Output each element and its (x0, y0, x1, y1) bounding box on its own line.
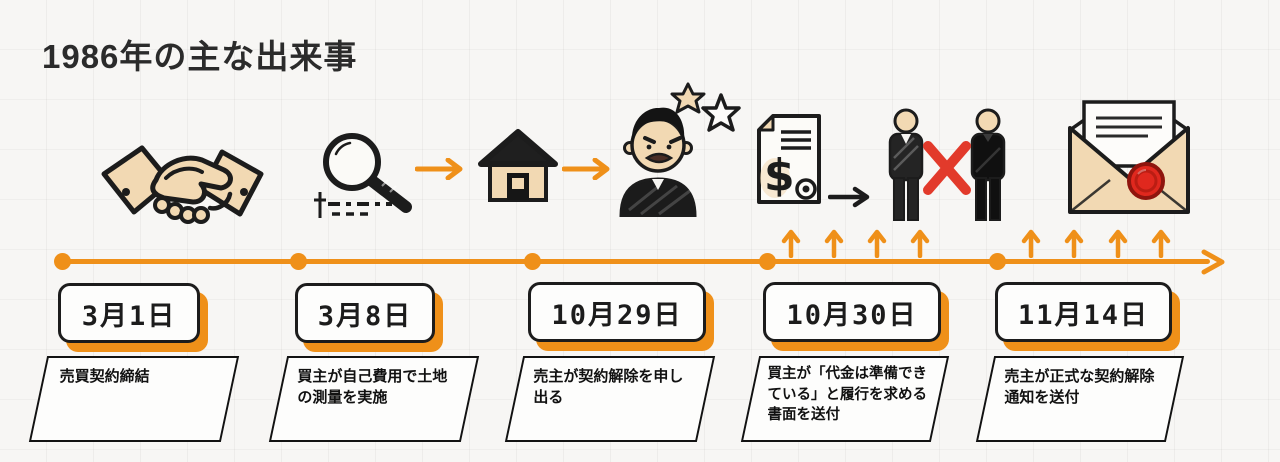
timeline-dot (524, 253, 541, 270)
up-arrow-icon (781, 229, 801, 258)
event-description: 売買契約締結 (59, 368, 150, 385)
arrow-right-icon (415, 158, 463, 180)
svg-text:$: $ (764, 150, 795, 201)
angry-person-icon (619, 82, 741, 217)
event-description-card: 売買契約締結 (28, 356, 240, 442)
arrow-right-icon (828, 186, 870, 208)
up-arrow-icon (1021, 229, 1041, 258)
timeline-axis (60, 259, 1210, 264)
date-label: 10月29日 (528, 282, 706, 342)
event-description: 買主が自己費用で土地の測量を実施 (297, 368, 448, 407)
up-arrow-icon (867, 229, 887, 258)
event-description-card: 買主が自己費用で土地の測量を実施 (268, 356, 480, 442)
people-x-icon (888, 108, 1006, 221)
up-arrow-icon (1108, 229, 1128, 258)
arrow-right-icon (562, 158, 610, 180)
timeline-end-arrow-icon (1201, 249, 1225, 275)
event-description-card: 売主が契約解除を申し出る (504, 356, 716, 442)
timeline-dot (290, 253, 307, 270)
timeline-dot (759, 253, 776, 270)
date-text: 3月1日 (81, 300, 177, 332)
up-arrow-icon (1064, 229, 1084, 258)
date-label: 10月30日 (763, 282, 941, 342)
event-description: 買主が「代金は準備できている」と履行を求める書面を送付 (767, 366, 928, 424)
date-label: 3月1日 (58, 283, 200, 343)
event-description-card: 売主が正式な契約解除通知を送付 (975, 356, 1185, 442)
event-description: 売主が正式な契約解除通知を送付 (1004, 368, 1155, 407)
house-icon (478, 129, 558, 202)
timeline-dot (54, 253, 71, 270)
event-description-card: 買主が「代金は準備できている」と履行を求める書面を送付 (740, 356, 950, 442)
date-text: 11月14日 (1017, 299, 1150, 331)
event-description: 売主が契約解除を申し出る (533, 368, 684, 407)
up-arrow-icon (824, 229, 844, 258)
magnifier-icon (314, 133, 412, 218)
page-title: 1986年の主な出来事 (42, 38, 358, 75)
dollar-document-icon: $ (757, 114, 821, 204)
timeline-dot (989, 253, 1006, 270)
up-arrow-icon (1151, 229, 1171, 258)
sealed-envelope-icon (1068, 100, 1190, 214)
date-label: 11月14日 (995, 282, 1172, 342)
date-text: 10月30日 (786, 299, 918, 331)
up-arrow-icon (910, 229, 930, 258)
date-text: 10月29日 (551, 299, 683, 331)
handshake-icon (101, 145, 264, 224)
date-text: 3月8日 (317, 300, 413, 332)
date-label: 3月8日 (295, 283, 435, 343)
